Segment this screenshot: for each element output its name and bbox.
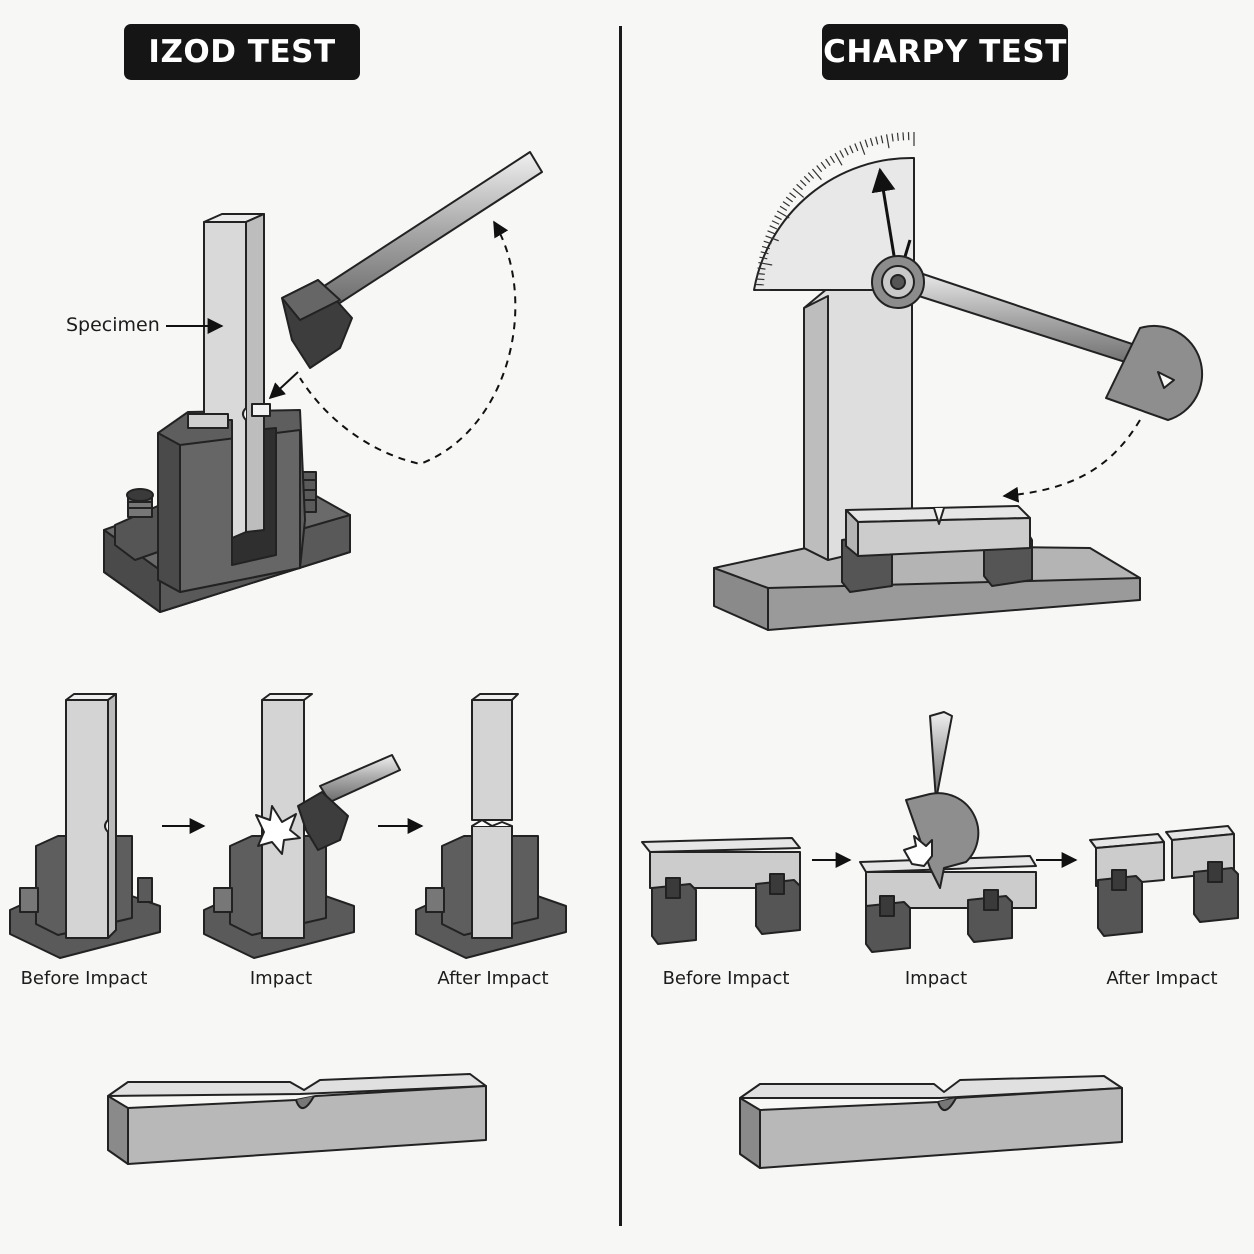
dial-tick [799,179,807,187]
dial-tick [902,132,905,141]
dial-tick [825,158,831,166]
charpy-pendulum-arm [899,267,1151,369]
dial-tick [859,141,866,155]
charpy-after-impact-figure [1089,825,1239,937]
dial-tick [896,132,899,141]
dial-tick [785,196,794,203]
dial-tick [779,205,788,212]
izod-seq-hammer [297,791,349,851]
izod-stage-before-label: Before Impact [20,968,148,989]
dial-tick [803,175,811,183]
charpy-hammer [1105,324,1204,421]
dial-tick [776,210,790,219]
charpy-swing-arc [1002,419,1141,503]
charpy-before-impact-figure [641,837,801,945]
izod-impact-figure [203,693,401,959]
charpy-base [713,544,1141,631]
izod-stage-after-label: After Impact [437,968,549,989]
charpy-stage-after-label: After Impact [1106,968,1218,989]
dial-tick [763,240,772,245]
dial-tick [885,134,890,149]
izod-stage-impact-label: Impact [249,968,313,989]
izod-notched-specimen [107,1073,487,1165]
dial-tick [869,137,874,146]
izod-apparatus [103,151,543,613]
dial-tick [774,215,782,221]
charpy-impact-spark [903,835,933,867]
dial-tick [765,235,779,242]
izod-title: IZOD TEST [124,24,360,80]
dial-tick [816,165,823,173]
charpy-seq-hammer [905,792,980,889]
izod-strike-arrow [268,371,299,400]
izod-sequence [9,693,567,959]
izod-specimen [187,213,271,539]
dial-tick [782,201,790,207]
charpy-apparatus [713,132,1204,631]
dial-tick [811,168,822,181]
dial-tick [767,230,776,235]
dial-tick [839,150,845,158]
dial-tick [771,220,780,225]
dial-tick [864,139,869,148]
dial-tick [829,155,836,164]
charpy-stage-before-label: Before Impact [662,968,790,989]
dial-tick [756,272,765,275]
charpy-impact-figure [859,711,1037,953]
izod-impact-spark [255,805,301,855]
dial-tick [880,135,884,144]
specimen-label: Specimen [66,314,160,336]
izod-pendulum-arm [317,151,543,309]
charpy-specimen [845,505,1031,557]
dial-tick [844,147,849,156]
charpy-pivot [871,255,925,309]
izod-hammer [281,279,353,369]
charpy-title: CHARPY TEST [822,24,1068,80]
izod-after-impact-figure [415,693,567,959]
dial-tick [834,152,843,166]
charpy-column [803,287,913,561]
dial-tick [757,267,766,270]
dial-tick [891,133,894,142]
dial-tick [756,278,765,281]
charpy-sequence [641,711,1239,953]
dial-tick [789,192,797,199]
center-divider [619,26,622,1226]
dial-tick [849,145,854,154]
izod-before-impact-figure [9,693,161,959]
charpy-stage-impact-label: Impact [904,968,968,989]
dial-tick [760,251,769,255]
dial-tick [796,183,803,191]
charpy-notched-specimen [739,1075,1123,1169]
dial-tick [807,172,815,179]
dial-tick [792,187,805,198]
dial-tick [761,245,770,250]
dial-tick [758,261,773,266]
dial-tick [769,225,778,230]
dial-tick [820,161,827,170]
dial-tick [759,256,768,260]
dial-tick [854,143,859,152]
dial-tick [875,136,879,145]
